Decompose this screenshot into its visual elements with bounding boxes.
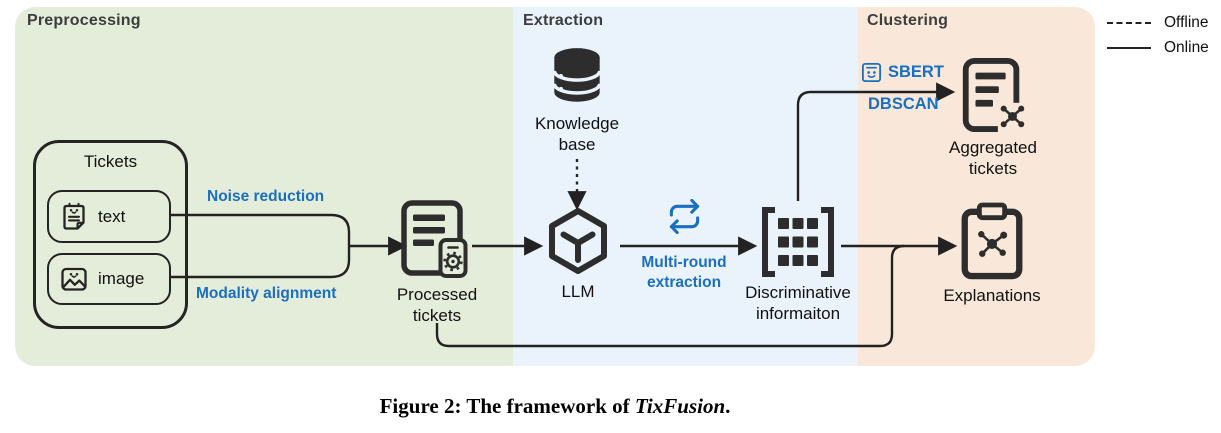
- image-face-icon: [61, 267, 87, 291]
- caption-emphasis: TixFusion: [634, 394, 726, 418]
- legend-offline-label: Offline: [1164, 13, 1209, 31]
- figure-caption: Figure 2: The framework of TixFusion.: [0, 394, 1110, 419]
- dbscan-label: DBSCAN: [868, 95, 939, 113]
- llm-node: LLM: [527, 204, 629, 302]
- explanations-label: Explanations: [943, 286, 1041, 305]
- solid-line-icon: [1107, 46, 1151, 49]
- cycle-icon: [669, 198, 700, 235]
- document-gear-icon: [401, 200, 468, 278]
- sbert-face-icon: [861, 62, 882, 83]
- bracket-matrix-icon: [762, 207, 834, 277]
- legend-online-row: Online: [1107, 35, 1209, 60]
- section-title-preprocessing: Preprocessing: [27, 12, 141, 29]
- discriminative-information-label: Discriminative informaiton: [745, 283, 851, 324]
- ticket-image-label: image: [98, 269, 145, 288]
- modality-alignment-label: Modality alignment: [196, 285, 337, 302]
- llm-label: LLM: [561, 282, 595, 301]
- legend-offline-row: Offline: [1107, 10, 1209, 35]
- knowledge-base-node: Knowledge base: [525, 44, 629, 155]
- processed-tickets-label: Processed tickets: [396, 285, 478, 326]
- knowledge-base-label: Knowledge base: [534, 114, 620, 155]
- database-icon: [552, 48, 602, 102]
- sbert-row: SBERT: [860, 61, 944, 84]
- legend-online-label: Online: [1164, 38, 1209, 56]
- caption-prefix: Figure 2: The framework of: [379, 394, 635, 418]
- tickets-group-box: Tickets text image: [33, 140, 188, 329]
- note-face-icon: [63, 202, 85, 230]
- discriminative-information-node: Discriminative informaiton: [735, 205, 861, 324]
- legend: Offline Online: [1107, 10, 1209, 60]
- explanations-node: Explanations: [932, 202, 1052, 306]
- section-title-extraction: Extraction: [523, 12, 604, 29]
- noise-reduction-label: Noise reduction: [207, 188, 325, 205]
- clipboard-cluster-icon: [961, 202, 1023, 280]
- multi-round-extraction-label: Multi-round extraction: [641, 254, 727, 291]
- aggregated-tickets-node: Aggregated tickets: [933, 56, 1053, 179]
- section-preprocessing: [15, 7, 513, 366]
- cycle-icon-wrap: [666, 198, 703, 239]
- dashed-line-icon: [1107, 21, 1151, 24]
- caption-suffix: .: [725, 394, 731, 418]
- document-cluster-icon: [962, 58, 1030, 134]
- tickets-title: Tickets: [83, 152, 138, 171]
- ticket-image-box: image: [47, 253, 171, 305]
- hexagon-llm-icon: [549, 208, 607, 274]
- sbert-label: SBERT: [888, 63, 944, 81]
- aggregated-tickets-label: Aggregated tickets: [949, 138, 1037, 179]
- ticket-text-label: text: [98, 206, 126, 226]
- section-title-clustering: Clustering: [867, 12, 949, 29]
- processed-tickets-node: Processed tickets: [377, 199, 497, 326]
- ticket-text-box: text: [47, 190, 171, 243]
